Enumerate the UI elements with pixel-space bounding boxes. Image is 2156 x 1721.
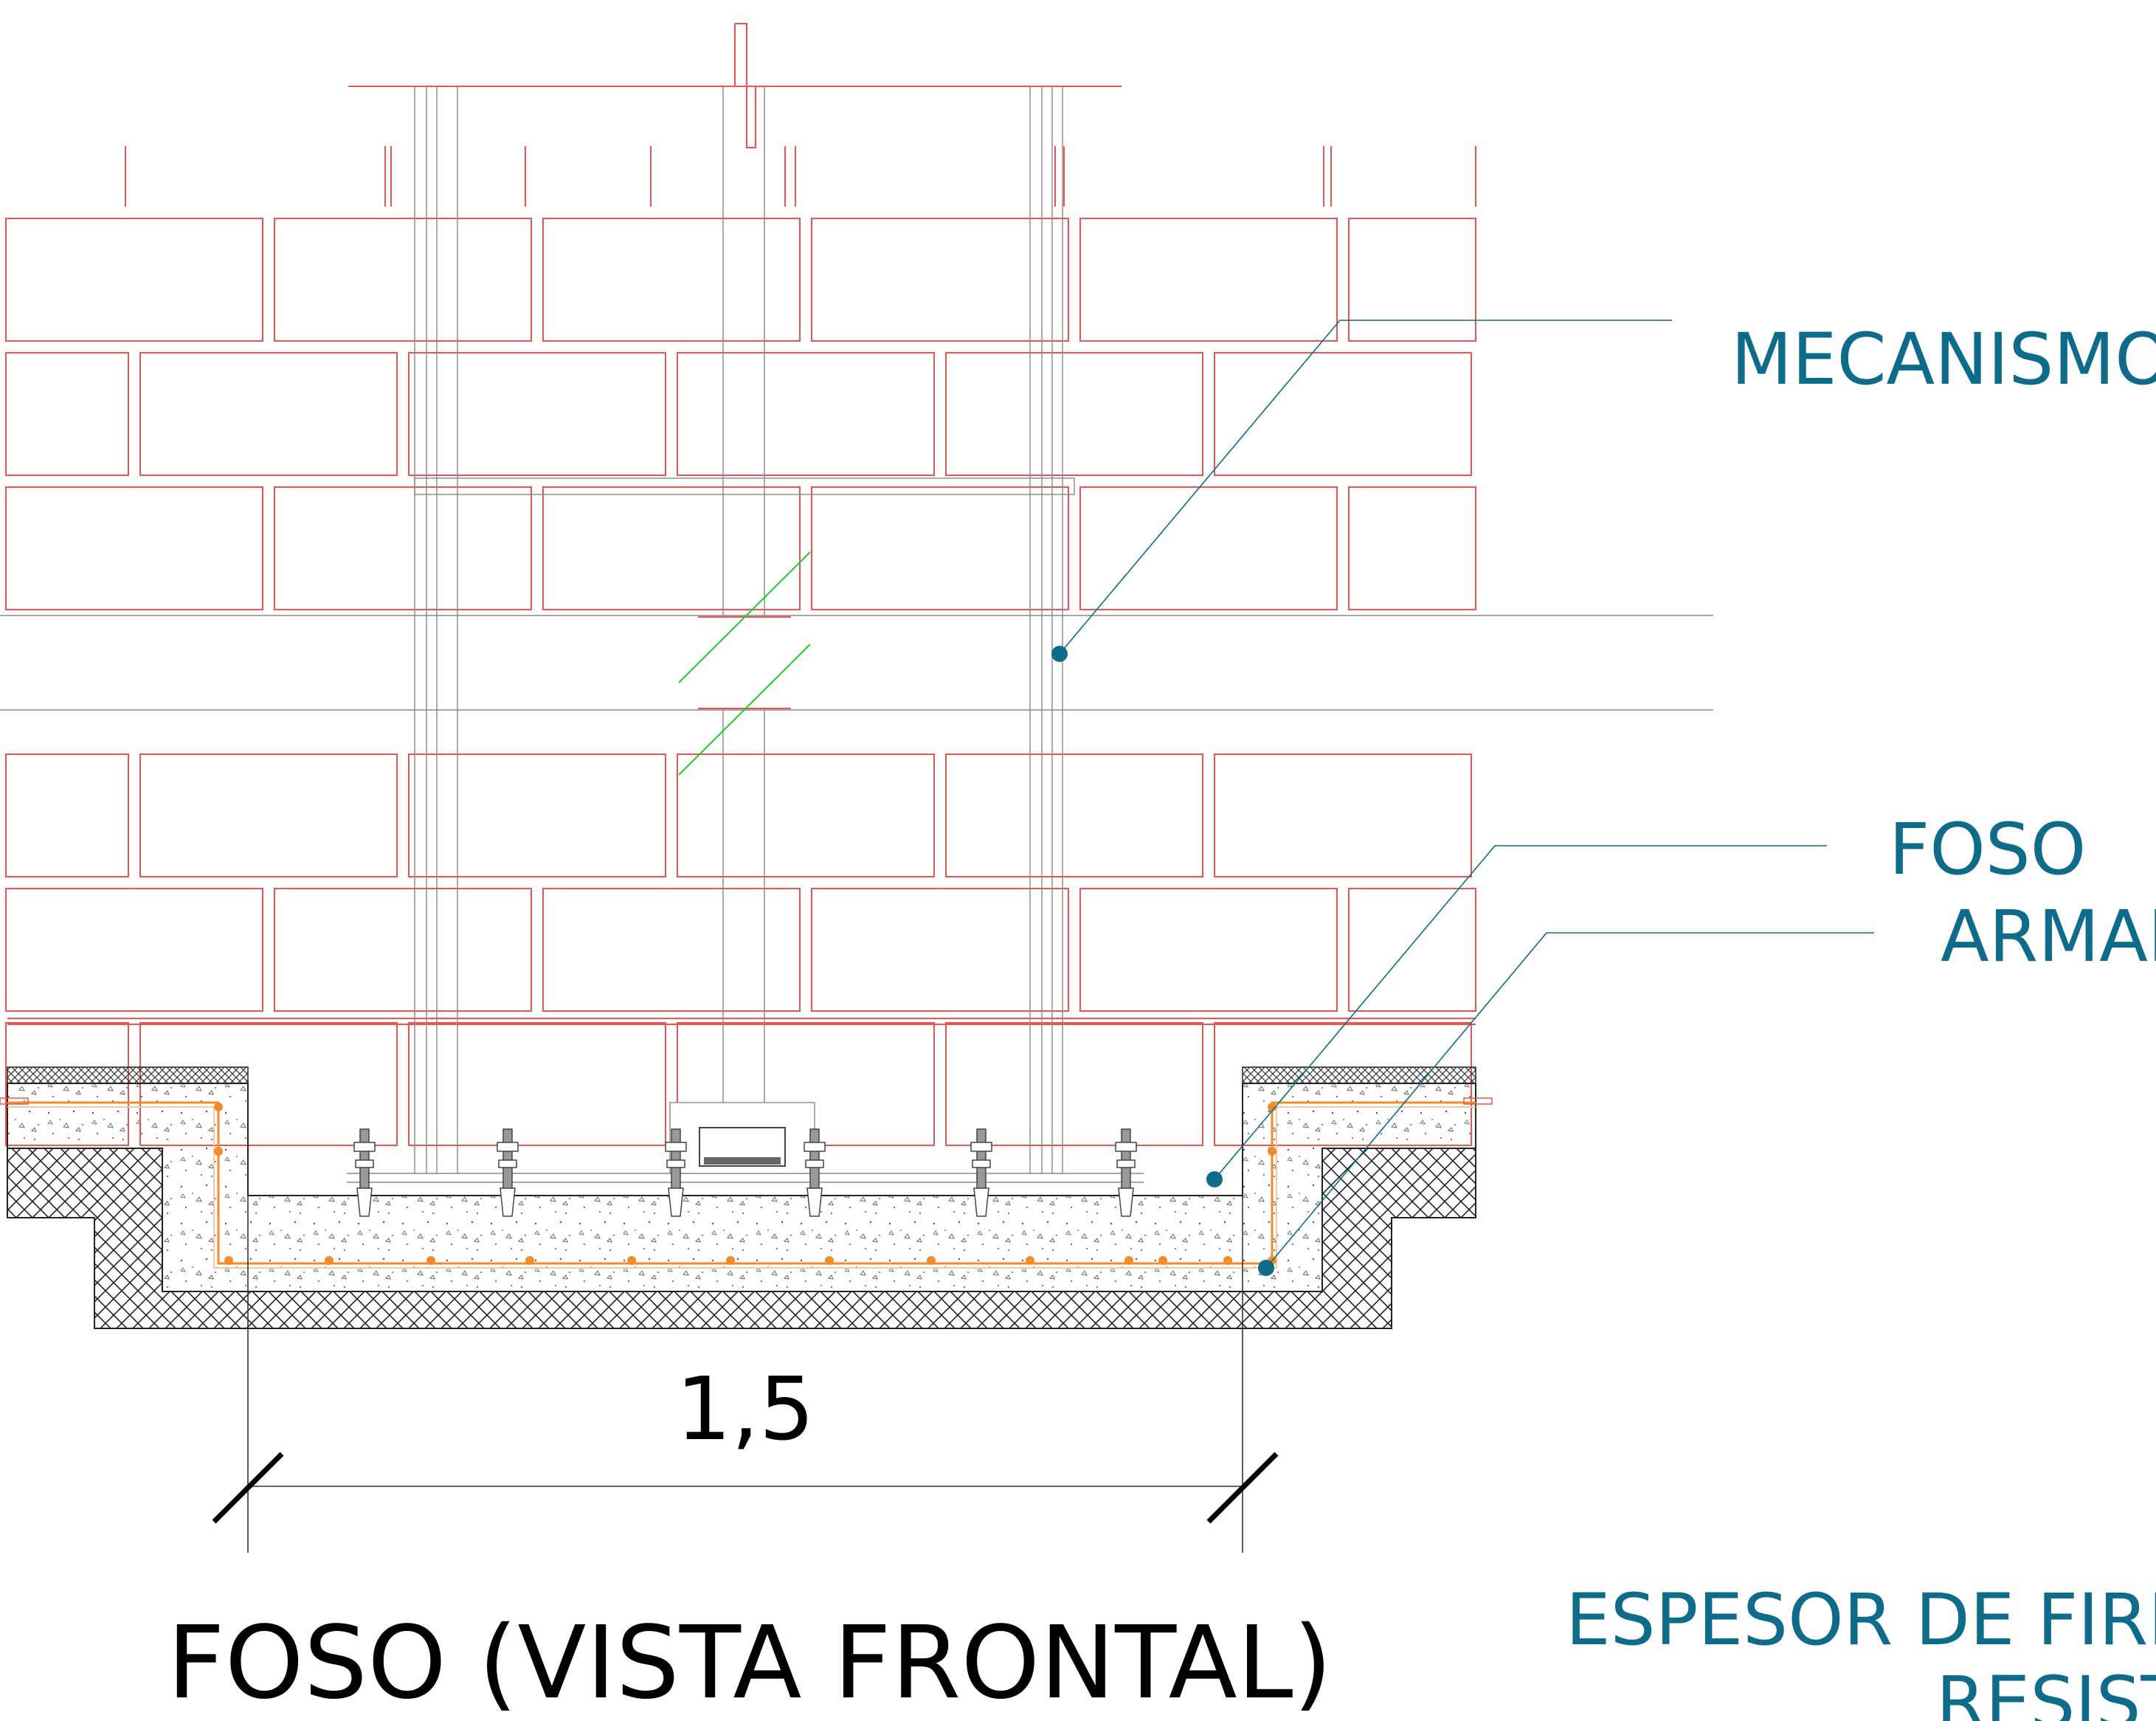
lift-mechanism <box>0 23 1713 1173</box>
dimension-value: 1,5 <box>676 1358 815 1460</box>
brick-wall <box>5 146 1476 1146</box>
callouts: MECANISMO FOSO ARMAI <box>1051 318 2156 1276</box>
width-dimension: 1,5 <box>212 1196 1279 1553</box>
callout-foso: FOSO <box>1889 808 2086 891</box>
pit-section <box>0 1066 1493 1329</box>
note-line-2: RESIST <box>1936 1661 2156 1721</box>
note-line-1: ESPESOR DE FIRM <box>1566 1579 2156 1661</box>
callout-armadura: ARMAI <box>1941 895 2156 978</box>
drawing-title: FOSO (VISTA FRONTAL) <box>167 1605 1332 1721</box>
callout-mecanismo: MECANISMO <box>1731 318 2156 401</box>
